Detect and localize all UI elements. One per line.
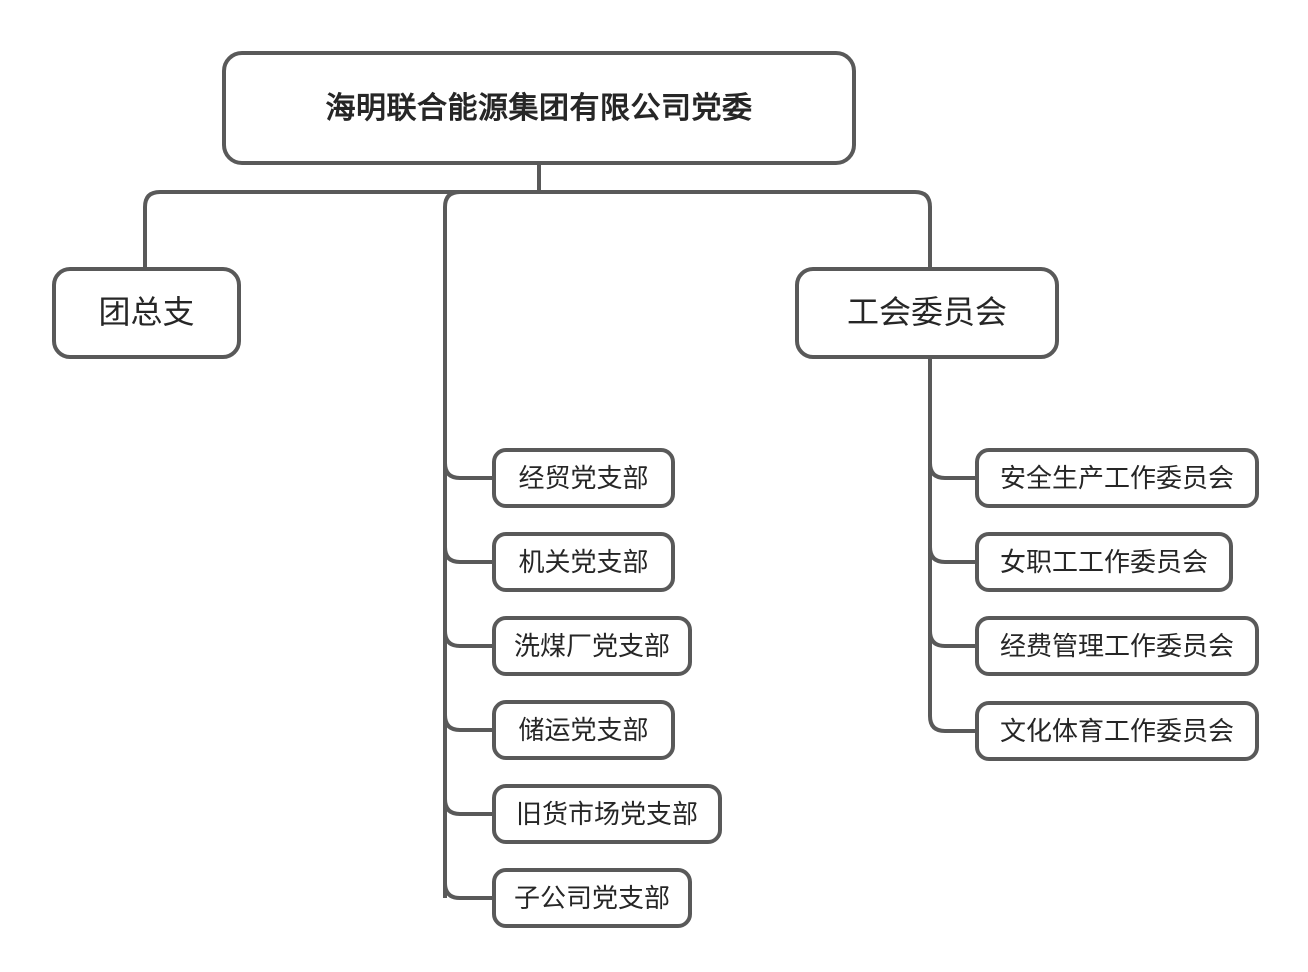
node-party-branch-2[interactable]: 机关党支部	[492, 532, 675, 592]
node-union-subcommittee-1[interactable]: 安全生产工作委员会	[975, 448, 1259, 508]
node-party-branch-3-label: 洗煤厂党支部	[513, 630, 670, 661]
node-union-subcommittee-4[interactable]: 文化体育工作委员会	[975, 701, 1259, 761]
connector-branch-4	[443, 714, 492, 732]
node-union-subcommittee-3[interactable]: 经费管理工作委员会	[975, 616, 1259, 676]
node-union-subcommittee-2[interactable]: 女职工工作委员会	[975, 532, 1233, 592]
node-party-branch-5[interactable]: 旧货市场党支部	[492, 784, 722, 844]
connector-bus-middle	[443, 190, 539, 898]
connector-branch-3	[443, 630, 492, 648]
connector-committee-4	[928, 715, 975, 733]
node-union-committee[interactable]: 工会委员会	[795, 267, 1059, 359]
node-party-branch-6-label: 子公司党支部	[513, 882, 670, 913]
node-youth-league-branch[interactable]: 团总支	[52, 267, 241, 359]
node-party-branch-2-label: 机关党支部	[518, 546, 649, 577]
node-union-subcommittee-4-label: 文化体育工作委员会	[999, 715, 1234, 746]
node-party-branch-6[interactable]: 子公司党支部	[492, 868, 692, 928]
connector-bus-right	[539, 190, 932, 267]
node-party-branch-1[interactable]: 经贸党支部	[492, 448, 675, 508]
node-party-branch-5-label: 旧货市场党支部	[515, 798, 698, 829]
node-root[interactable]: 海明联合能源集团有限公司党委	[222, 51, 856, 165]
node-union-subcommittee-1-label: 安全生产工作委员会	[999, 462, 1234, 493]
node-root-label: 海明联合能源集团有限公司党委	[325, 91, 753, 125]
connector-branch-5	[443, 798, 492, 816]
connector-branch-1	[443, 462, 492, 480]
connector-branch-6	[443, 882, 492, 900]
connector-committee-2	[928, 546, 975, 564]
connector-committee-3	[928, 630, 975, 648]
node-party-branch-4-label: 储运党支部	[518, 714, 649, 745]
node-youth-league-branch-label: 团总支	[98, 294, 195, 331]
node-union-subcommittee-3-label: 经费管理工作委员会	[999, 630, 1234, 661]
node-party-branch-1-label: 经贸党支部	[518, 462, 649, 493]
node-party-branch-4[interactable]: 储运党支部	[492, 700, 675, 760]
connector-branch-2	[443, 546, 492, 564]
node-party-branch-3[interactable]: 洗煤厂党支部	[492, 616, 692, 676]
connector-committee-1	[928, 462, 975, 480]
node-union-subcommittee-2-label: 女职工工作委员会	[999, 546, 1208, 577]
node-union-committee-label: 工会委员会	[846, 294, 1007, 331]
connector-bus-left	[143, 190, 539, 267]
